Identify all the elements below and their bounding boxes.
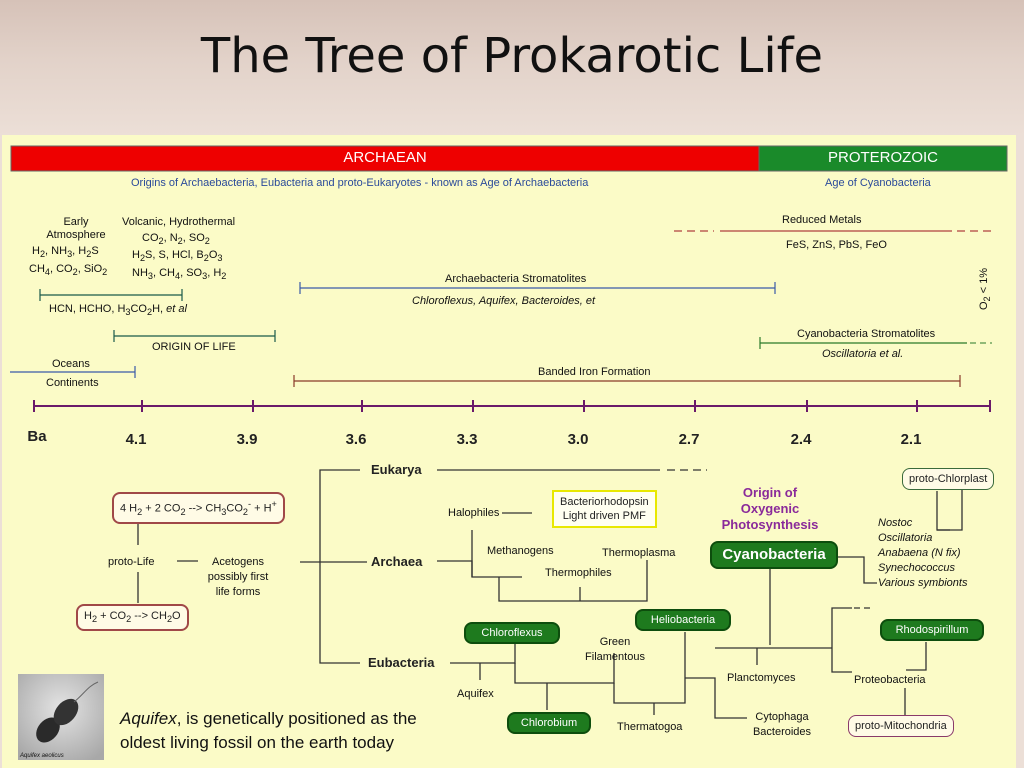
atmosphere-line2: Atmosphere [46,229,106,241]
volcanic-formula2: H2S, S, HCl, B2O3 [132,249,223,264]
slide-caption: Aquifex, is genetically positioned as th… [120,709,417,752]
proterozoic-label: PROTEROZOIC [827,149,938,166]
continents-label: Continents [46,377,99,389]
tick-label: 3.3 [456,431,478,448]
aquifex-photo: Aquifex aeolicus [18,674,104,760]
archae-strom-genera: Chloroflexus, Aquifex, Bacteroides, et [412,295,596,307]
equation-carbohydrate: H2 + CO2 --> CH2O [76,604,189,632]
clade-eukarya: Eukarya [371,462,422,477]
atmosphere-formula1: H2, NH3, H2S [32,245,99,260]
equation-acetogenesis: 4 H2 + 2 CO2 --> CH3CO2- + H+ [112,492,285,524]
green-filamentous-line2: Filamentous [585,651,645,663]
aquifex-label: Aquifex [457,688,494,700]
volcanic-formula1: CO2, N2, SO2 [142,232,210,247]
thermophiles-label: Thermophiles [545,567,612,579]
tick-label: 3.6 [345,431,367,448]
proterozoic-bar [758,145,1008,172]
cytophaga-line1: Cytophaga [755,711,809,723]
atmosphere-formula2: CH4, CO2, SiO2 [29,263,108,278]
slide-title: The Tree of Prokarotic Life [200,28,824,84]
thermoplasma-label: Thermoplasma [602,547,676,559]
cyano-strom-genera: Oscillatoria et al. [822,348,904,360]
clade-archaea: Archaea [371,554,423,569]
tick-label: 2.1 [900,431,922,448]
archaean-bar [10,145,760,172]
archaean-subtitle: Origins of Archaebacteria, Eubacteria an… [131,177,589,189]
green-filamentous-line1: Green [599,636,631,648]
archae-strom-title: Archaebacteria Stromatolites [445,273,587,285]
acetogens-line1: Acetogens [212,556,264,568]
oceans-label: Oceans [52,358,90,370]
tick-label: 3.0 [567,431,589,448]
thermatogoa-label: Thermatogoa [617,721,683,733]
banded-iron-label: Banded Iron Formation [538,366,651,378]
photo-caption: Aquifex aeolicus [20,753,64,759]
metals-list: FeS, ZnS, PbS, FeO [786,239,887,251]
oxygen-level: O2 < 1% [978,267,993,310]
cyanobacteria-pill: Cyanobacteria [710,541,838,569]
proto-life-label: proto-Life [108,556,155,568]
origin-of-life: ORIGIN OF LIFE [152,341,236,353]
reduced-metals-label: Reduced Metals [782,214,862,226]
heliobacteria-pill: Heliobacteria [635,609,731,631]
tick-label: 2.4 [790,431,812,448]
proterozoic-subtitle: Age of Cyanobacteria [825,177,931,189]
proto-mitochondria-box: proto-Mitochondria [848,715,954,737]
diagram-panel: ARCHAEAN PROTEROZOIC Origins of Archaeba… [2,135,1016,768]
archaean-label: ARCHAEAN [343,149,427,166]
tick-label: 4.1 [125,431,147,448]
cytophaga-line2: Bacteroides [752,726,812,738]
hcn-formula: HCN, HCHO, H3CO2H, et al [49,303,187,318]
tick-label: 3.9 [236,431,258,448]
cyano-strom-title: Cyanobacteria Stromatolites [797,328,936,340]
rhodospirillum-pill: Rhodospirillum [880,619,984,641]
acetogens-line2: possibly first [207,571,269,583]
clade-eubacteria: Eubacteria [368,655,435,670]
proteobacteria-label: Proteobacteria [854,674,926,686]
volcanic-formula3: NH3, CH4, SO3, H2 [132,267,227,282]
planctomyces-label: Planctomyces [727,672,796,684]
chloroflexus-pill: Chloroflexus [464,622,560,644]
halophiles-label: Halophiles [448,507,500,519]
acetogens-line3: life forms [215,586,261,598]
bacterium-image [18,674,104,760]
methanogens-label: Methanogens [487,545,554,557]
volcanic-title: Volcanic, Hydrothermal [122,216,236,228]
chlorobium-pill: Chlorobium [507,712,591,734]
proto-chlorplast-box: proto-Chlorplast [902,468,995,490]
diagram-lines [10,145,1008,719]
axis-unit: Ba [27,428,47,445]
tick-label: 2.7 [678,431,700,448]
atmosphere-line1: Early [63,216,89,228]
